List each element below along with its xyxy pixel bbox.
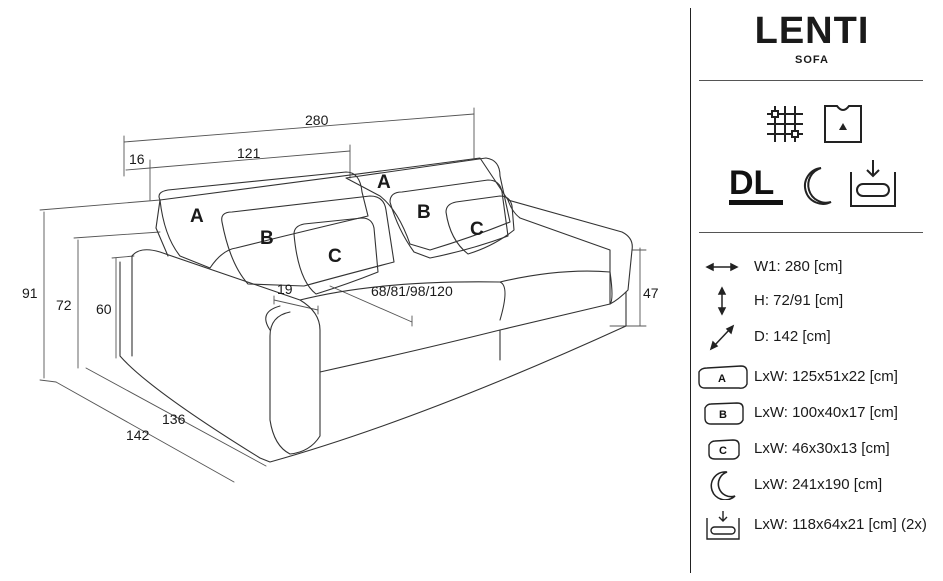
sleep-function-icon bbox=[804, 167, 832, 205]
dim-total-depth: 142 bbox=[126, 427, 150, 443]
dim-arm-height: 60 bbox=[96, 301, 112, 317]
dim-total-height: 91 bbox=[22, 285, 38, 301]
spec-storage: LxW: 118x64x21 [cm] (2x) bbox=[697, 510, 937, 540]
spec-cushion-c: C LxW: 46x30x13 [cm] bbox=[697, 434, 937, 464]
spec-width: W1: 280 [cm] bbox=[697, 252, 937, 282]
spec-cushion-c-text: LxW: 46x30x13 [cm] bbox=[754, 440, 890, 457]
cushion-label-b: B bbox=[417, 202, 431, 223]
dl-logo: DL bbox=[729, 164, 783, 205]
spec-sleep-area: LxW: 241x190 [cm] bbox=[697, 470, 937, 500]
spec-depth: D: 142 [cm] bbox=[697, 322, 937, 352]
width-arrow-icon bbox=[705, 262, 739, 272]
height-arrow-icon bbox=[717, 286, 727, 316]
divider-line bbox=[690, 8, 691, 573]
dim-armrest-offset: 16 bbox=[129, 151, 145, 167]
cushion-label-b: B bbox=[260, 228, 274, 249]
cushion-label-a: A bbox=[190, 206, 204, 227]
fabric-icon bbox=[767, 106, 803, 142]
storage-icon bbox=[706, 511, 740, 540]
upholstery-icon bbox=[824, 105, 862, 143]
cushion-c-badge: C bbox=[719, 445, 727, 457]
cushion-letters: A A B B C C bbox=[190, 172, 484, 267]
cushion-label-a: A bbox=[377, 172, 391, 193]
cushion-label-c: C bbox=[470, 219, 484, 240]
divider bbox=[699, 232, 923, 233]
spec-sleep-area-text: LxW: 241x190 [cm] bbox=[754, 476, 883, 493]
spec-cushion-b: B LxW: 100x40x17 [cm] bbox=[697, 398, 937, 428]
storage-container-icon bbox=[850, 160, 896, 207]
spec-height-text: H: 72/91 [cm] bbox=[754, 292, 844, 309]
cushion-label-c: C bbox=[328, 246, 342, 267]
dim-back-height: 72 bbox=[56, 297, 72, 313]
spec-cushion-a: A LxW: 125x51x22 [cm] bbox=[697, 362, 937, 392]
cushion-a-icon: A bbox=[698, 365, 748, 389]
cushion-a-badge: A bbox=[718, 373, 726, 385]
spec-depth-text: D: 142 [cm] bbox=[754, 328, 831, 345]
spec-height: H: 72/91 [cm] bbox=[697, 286, 937, 316]
dim-arm-width: 19 bbox=[277, 281, 293, 297]
moon-icon bbox=[710, 471, 736, 500]
sofa-technical-drawing: 280 16 121 91 72 60 47 142 136 19 68/81/… bbox=[22, 107, 659, 483]
dim-seat-width: 121 bbox=[237, 145, 261, 161]
dim-seat-depth-range: 68/81/98/120 bbox=[371, 283, 453, 299]
product-type: SOFA bbox=[795, 54, 829, 66]
cushion-b-badge: B bbox=[719, 409, 727, 421]
product-title: LENTI bbox=[754, 10, 870, 52]
dim-seat-height: 47 bbox=[643, 285, 659, 301]
spec-storage-text: LxW: 118x64x21 [cm] (2x) bbox=[754, 516, 927, 533]
cushion-c-icon: C bbox=[708, 439, 740, 460]
dimension-lines bbox=[39, 107, 647, 483]
divider bbox=[699, 80, 923, 81]
spec-cushion-a-text: LxW: 125x51x22 [cm] bbox=[754, 368, 898, 385]
spec-cushion-b-text: LxW: 100x40x17 [cm] bbox=[754, 404, 898, 421]
dl-logo-text: DL bbox=[729, 164, 774, 202]
dim-total-width: 280 bbox=[305, 112, 329, 128]
cushions bbox=[158, 157, 515, 295]
sofa-outline bbox=[119, 157, 633, 463]
depth-arrow-icon bbox=[709, 324, 735, 351]
dim-seat-depth: 136 bbox=[162, 411, 186, 427]
spec-width-text: W1: 280 [cm] bbox=[754, 258, 843, 275]
info-panel: LENTI SOFA DL bbox=[697, 0, 937, 581]
dimension-labels: 280 16 121 91 72 60 47 142 136 19 68/81/… bbox=[22, 112, 659, 443]
cushion-b-icon: B bbox=[704, 402, 744, 425]
